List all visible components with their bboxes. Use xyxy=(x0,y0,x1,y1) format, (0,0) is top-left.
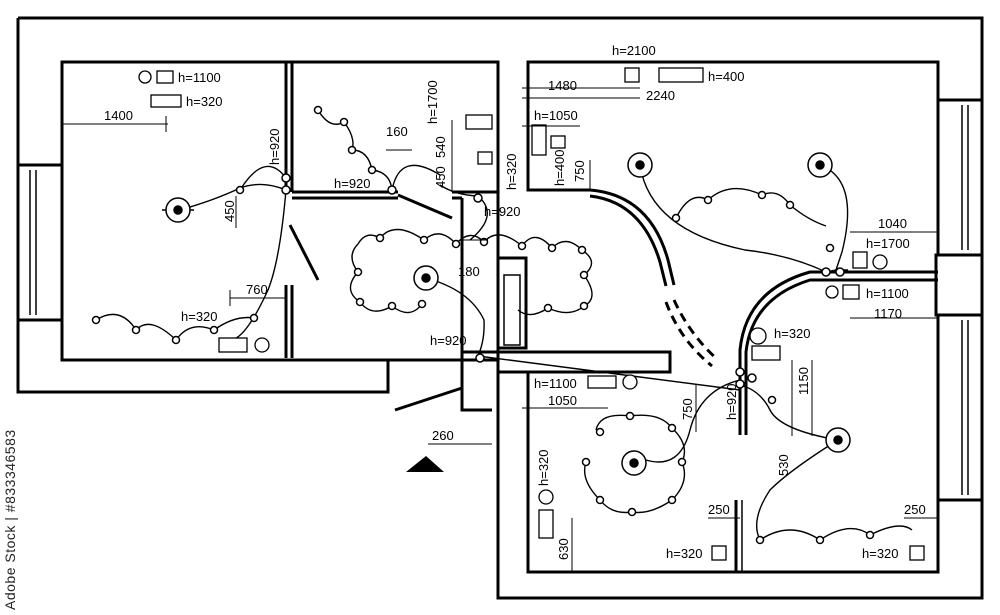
dim-1040: 1040 xyxy=(878,216,907,231)
ceiling-lamp-icon xyxy=(162,197,194,223)
dim-h1100-top: h=1100 xyxy=(178,70,221,85)
ceiling-lamp-icons xyxy=(162,152,851,476)
dim-h320-r: h=320 xyxy=(774,326,811,341)
dim-h320-v: h=320 xyxy=(504,153,519,190)
ceiling-lamp-icon xyxy=(627,152,653,178)
dim-250a: 250 xyxy=(708,502,730,517)
dim-530: 530 xyxy=(776,454,791,476)
ceiling-lamp-icon xyxy=(413,265,439,291)
dim-h1100-b: h=1100 xyxy=(534,376,577,391)
socket-icons xyxy=(138,67,925,561)
dim-760: 760 xyxy=(246,282,268,297)
dim-h1700-r: h=1700 xyxy=(866,236,910,251)
dim-750b: 750 xyxy=(680,398,695,420)
dim-450b: 450 xyxy=(433,166,448,188)
dim-540: 540 xyxy=(433,136,448,158)
ceiling-lamp-icon xyxy=(621,450,647,476)
dim-h400: h=400 xyxy=(708,69,745,84)
dim-250b: 250 xyxy=(904,502,926,517)
dim-h1050: h=1050 xyxy=(534,108,578,123)
walls xyxy=(16,16,984,600)
ceiling-lamp-icon xyxy=(807,152,833,178)
stock-watermark: Adobe Stock | #833346583 xyxy=(2,429,18,610)
dim-h320-top: h=320 xyxy=(186,94,223,109)
dim-160: 160 xyxy=(386,124,408,139)
dim-1480: 1480 xyxy=(548,78,577,93)
dimension-labels: h=1100 h=320 1400 h=920 450 760 h=320 h=… xyxy=(104,43,926,561)
dim-h2100: h=2100 xyxy=(612,43,656,58)
dim-2240: 2240 xyxy=(646,88,675,103)
dim-h320-br: h=320 xyxy=(862,546,899,561)
entrance-arrow xyxy=(406,456,444,472)
dim-1170: 1170 xyxy=(874,306,902,321)
dim-1400: 1400 xyxy=(104,108,133,123)
dim-h920-v: h=920 xyxy=(267,128,282,165)
dim-h920-door: h=920 xyxy=(430,333,467,348)
dim-h920-b: h=920 xyxy=(484,204,521,219)
junction-points xyxy=(91,105,875,545)
dim-h400-v: h=400 xyxy=(552,149,567,186)
dimension-lines xyxy=(62,87,938,572)
dim-h320-bm: h=320 xyxy=(666,546,703,561)
dim-h1100-r: h=1100 xyxy=(866,286,909,301)
dim-h320-left: h=320 xyxy=(181,309,218,324)
dim-750: 750 xyxy=(572,160,587,182)
dim-h920-r: h=920 xyxy=(724,383,739,420)
dim-h320-bl: h=320 xyxy=(536,449,551,486)
dim-450: 450 xyxy=(222,200,237,222)
dim-1050: 1050 xyxy=(548,393,577,408)
dim-630: 630 xyxy=(556,538,571,560)
dim-1150: 1150 xyxy=(796,367,811,395)
dim-h1700: h=1700 xyxy=(425,80,440,124)
dim-260: 260 xyxy=(432,428,454,443)
dim-180: 180 xyxy=(458,264,480,279)
ceiling-lamp-icon xyxy=(825,427,851,453)
dim-h920-mid: h=920 xyxy=(334,176,371,191)
